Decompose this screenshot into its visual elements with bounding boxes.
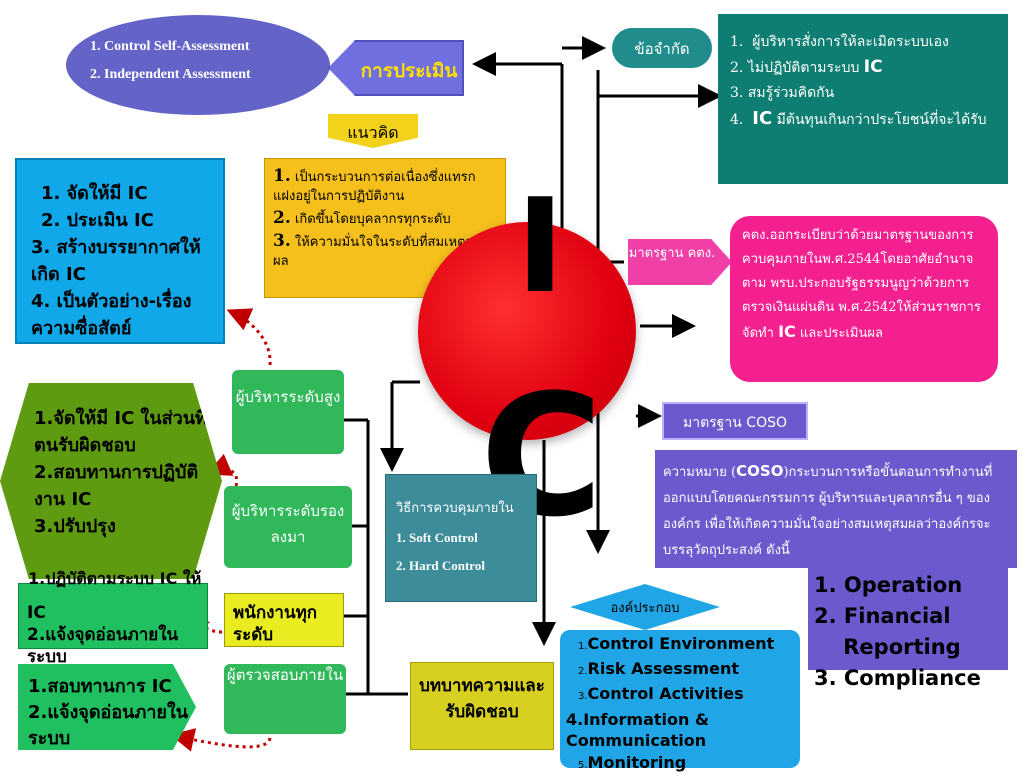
- coso-def-bold: COSO: [736, 462, 784, 480]
- auditor-duties-box: 1.สอบทานการ IC 2.แจ้งจุดอ่อนภายในระบบ: [18, 664, 196, 750]
- control-methods-title: วิธีการควบคุมภายใน: [396, 501, 514, 516]
- kk-ic: IC: [778, 322, 796, 341]
- evaluation-callout: การประเมินผล: [328, 40, 464, 96]
- coso-components-box: 1.Control Environment 2.Risk Assessment …: [560, 630, 800, 772]
- duty-item: 2.แจ้งจุดอ่อนภายในระบบ: [28, 702, 189, 749]
- role-label: บทบาทความและรับผิดชอบ: [419, 676, 545, 722]
- component-item: 4.Information &: [566, 710, 709, 729]
- concept-tab-label: แนวคิด: [347, 123, 399, 142]
- evaluation-label: การประเมินผล: [360, 60, 458, 112]
- assessment-item: 2. Independent Assessment: [90, 67, 251, 82]
- coso-definition-box: ความหมาย (COSO)กระบวนการหรือขั้นตอนการทำ…: [655, 450, 1017, 568]
- kk-standard-callout: มาตรฐาน คตง.: [628, 239, 732, 285]
- middle-management-label: ผู้บริหารระดับรองลงมา: [231, 502, 345, 546]
- kk-standard-tail: และประเมินผล: [799, 326, 883, 341]
- coso-objective-item: 1. Operation: [814, 573, 963, 597]
- duty-item: 1.สอบทานการ IC: [28, 676, 172, 697]
- executive-duties-hexagon: 1.จัดให้มี IC ในส่วนที่ตนรับผิดชอบ 2.สอบ…: [0, 383, 222, 579]
- duty-item: 1.จัดให้มี IC ในส่วนที่ตนรับผิดชอบ: [34, 408, 207, 456]
- component-item: Communication: [566, 731, 707, 750]
- internal-auditor-label: ผู้ตรวจสอบภายใน: [226, 666, 344, 684]
- coso-objective-item: Reporting: [814, 635, 961, 659]
- ic-circle: [418, 222, 636, 440]
- middle-management-box: ผู้บริหารระดับรองลงมา: [224, 486, 352, 568]
- coso-objectives-box: 1. Operation 2. Financial Reporting 3. C…: [808, 568, 1008, 690]
- component-item: 1.Control Environment: [578, 634, 775, 653]
- duty-item: 2.แจ้งจุดอ่อนภายในระบบ: [27, 625, 179, 667]
- executive-level-box: ผู้บริหารระดับสูง: [232, 370, 344, 454]
- component-item: 5.Monitoring: [578, 753, 687, 772]
- concept-item: 1. เป็นกระบวนการต่อเนื่องซึ่งแทรกแฝงอยู่…: [273, 166, 476, 205]
- ic-objectives-note: 1. จัดให้มี IC 2. ประเมิน IC 3. สร้างบรร…: [15, 158, 225, 344]
- coso-objective-item: 3. Compliance: [814, 666, 981, 690]
- limitations-button: ข้อจำกัด: [612, 28, 712, 68]
- assessment-ellipse: 1. Control Self-Assessment 2. Independen…: [66, 15, 330, 115]
- limitation-item: 4. IC มีต้นทุนเกินกว่าประโยชน์ที่จะได้รั…: [730, 108, 987, 129]
- objective-item: 4. เป็นตัวอย่าง-เรื่องความซื่อสัตย์: [31, 291, 192, 339]
- objective-item: 2. ประเมิน IC: [41, 210, 154, 231]
- duty-item: 2.สอบทานการปฏิบัติงาน IC: [34, 462, 199, 510]
- concept-item: 2. เกิดขึ้นโดยบุคลากรทุกระดับ: [273, 208, 451, 228]
- role-responsibility-box: บทบาทความและรับผิดชอบ: [410, 662, 554, 750]
- limitation-item: 3. สมรู้ร่วมคิดกัน: [730, 85, 835, 101]
- staff-level-label: พนักงานทุกระดับ: [233, 603, 318, 645]
- internal-auditor-box: ผู้ตรวจสอบภายใน: [224, 664, 346, 734]
- executive-level-label: ผู้บริหารระดับสูง: [235, 388, 341, 406]
- middle-duties-box: IC 2.แจ้งจุดอ่อนภายในระบบ: [18, 583, 208, 667]
- kk-standard-box: คตง.ออกระเบียบว่าด้วยมาตรฐานของการควบคุม…: [730, 216, 998, 382]
- duty-item: IC: [27, 603, 46, 623]
- assessment-item: 1. Control Self-Assessment: [90, 39, 250, 54]
- coso-standard-button: มาตรฐาน COSO: [662, 402, 808, 440]
- objective-item: 3. สร้างบรรยากาศให้เกิด IC: [31, 237, 201, 285]
- limitation-item: 1. ผู้บริหารสั่งการให้ละเมิดระบบเอง: [730, 34, 949, 50]
- coso-def-pre: ความหมาย (: [663, 465, 737, 480]
- control-method-item: 1. Soft Control: [396, 530, 478, 545]
- control-methods-box: วิธีการควบคุมภายใน 1. Soft Control 2. Ha…: [385, 474, 537, 602]
- component-item: 2.Risk Assessment: [578, 659, 739, 678]
- limitations-label: ข้อจำกัด: [634, 40, 690, 58]
- ic-letter-i: I: [516, 170, 565, 322]
- limitation-item: 2. ไม่ปฏิบัติตามระบบ IC: [730, 57, 883, 77]
- staff-level-box: พนักงานทุกระดับ: [224, 593, 344, 647]
- duty-item: 3.ปรับปรุง: [34, 516, 116, 537]
- component-item: 3.Control Activities: [578, 684, 744, 703]
- middle-duty-overlap: 1.ปฏิบัติตามระบบ IC ให้: [28, 569, 202, 588]
- kk-standard-label: มาตรฐาน คตง.: [628, 246, 716, 261]
- control-method-item: 2. Hard Control: [396, 558, 485, 573]
- limitations-box: 1. ผู้บริหารสั่งการให้ละเมิดระบบเอง 2. ไ…: [718, 14, 1008, 184]
- coso-def-post: )กระบวนการหรือขั้นตอนการทำงานที่ออกแบบโด…: [663, 465, 993, 558]
- coso-button-label: มาตรฐาน COSO: [682, 415, 787, 431]
- objective-item: 1. จัดให้มี IC: [41, 183, 148, 204]
- concept-item: 3. ให้ความมั่นใจในระดับที่สมเหตุสมผล: [273, 231, 483, 270]
- kk-standard-text: คตง.ออกระเบียบว่าด้วยมาตรฐานของการควบคุม…: [742, 228, 981, 341]
- coso-objective-item: 2. Financial: [814, 604, 951, 628]
- components-label: องค์ประกอบ: [610, 601, 680, 616]
